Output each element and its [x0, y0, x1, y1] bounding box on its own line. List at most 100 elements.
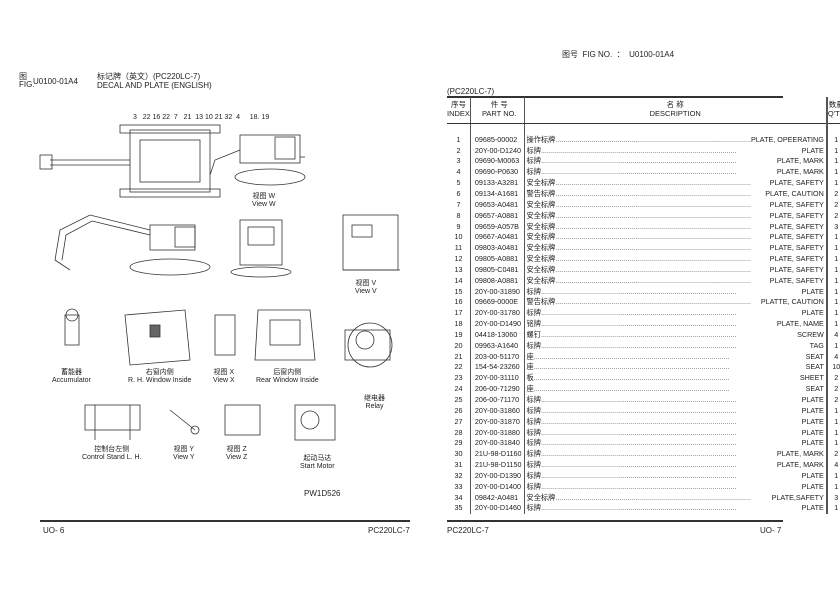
- qty-cell: 3: [826, 221, 840, 232]
- index-cell: 5: [447, 177, 471, 189]
- index-cell: 9: [447, 221, 471, 232]
- description-cell: 安全标牌PLATE, SAFETY: [524, 264, 828, 276]
- qty-cell: 1: [826, 437, 840, 449]
- qty-cell: 1: [826, 242, 840, 254]
- qty-cell: 1: [826, 177, 840, 189]
- part-no-cell: 09963-A1640: [470, 340, 525, 352]
- excavator-top-view: [39, 124, 221, 198]
- description-cell: 标牌TAG: [524, 340, 828, 352]
- part-no-cell: 20Y-00-31880: [470, 427, 525, 438]
- description-cell: 安全标牌PLATE, SAFETY: [524, 210, 828, 222]
- fig-title-cn: 标记牌（英文）(PC220LC-7): [97, 72, 201, 81]
- qty-cell: 4: [826, 459, 840, 471]
- right-page-number: UO- 7: [760, 526, 782, 535]
- index-cell: 34: [447, 492, 471, 504]
- qty-cell: 1: [826, 145, 840, 157]
- description-cell: 安全标牌PLATE, SAFETY: [524, 199, 828, 211]
- description-cell: 警告标牌PLATE, CAUTION: [524, 188, 828, 200]
- qty-cell: 1: [826, 416, 840, 428]
- index-cell: 21: [447, 351, 471, 363]
- part-no-cell: 20Y-00-31110: [470, 372, 525, 384]
- description-cell: 座SEAT: [524, 351, 828, 363]
- index-cell: 27: [447, 416, 471, 428]
- control-stand-drawing: [84, 404, 141, 440]
- index-cell: 24: [447, 383, 471, 395]
- index-cell: 32: [447, 470, 471, 482]
- index-cell: 10: [447, 231, 471, 243]
- part-no-cell: 20Y-00-D1400: [470, 481, 525, 493]
- fig-title: 标记牌（英文）(PC220LC-7) DECAL AND PLATE (ENGL…: [97, 72, 212, 90]
- description-cell: 标牌PLATE: [524, 405, 828, 417]
- qty-cell: 1: [826, 318, 840, 330]
- view-z-drawing: [224, 404, 261, 436]
- index-cell: 23: [447, 372, 471, 384]
- qty-cell: 1: [826, 405, 840, 417]
- part-no-cell: 09685-00002: [470, 134, 525, 146]
- part-no-cell: 206-00-71170: [470, 394, 525, 406]
- part-no-cell: 09690-M0063: [470, 156, 525, 167]
- part-no-cell: 21U-98-D1150: [470, 459, 525, 471]
- part-no-cell: 09690-P0630: [470, 166, 525, 178]
- part-no-cell: 21U-98-D1160: [470, 448, 525, 460]
- index-cell: 2: [447, 145, 471, 157]
- part-no-cell: 04418-13060: [470, 329, 525, 341]
- index-cell: 3: [447, 156, 471, 167]
- part-no-cell: 09803-A0481: [470, 242, 525, 254]
- description-cell: 标牌PLATE, MARK: [524, 156, 828, 167]
- part-no-cell: 20Y-00-31890: [470, 286, 525, 297]
- qty-cell: 1: [826, 286, 840, 297]
- index-cell: 18: [447, 318, 471, 330]
- excavator-long-view: [54, 214, 211, 276]
- part-no-cell: 09805-C0481: [470, 264, 525, 276]
- index-cell: 30: [447, 448, 471, 460]
- index-cell: 15: [447, 286, 471, 297]
- part-no-cell: 20Y-00-31780: [470, 307, 525, 319]
- index-cell: 11: [447, 242, 471, 254]
- description-cell: 安全标牌PLATE, SAFETY: [524, 177, 828, 189]
- index-cell: 25: [447, 394, 471, 406]
- rh-window-drawing: [124, 309, 191, 366]
- rear-window-drawing: [254, 309, 316, 361]
- qty-cell: 1: [826, 166, 840, 178]
- view-y-drawing: [169, 409, 200, 435]
- index-cell: 8: [447, 210, 471, 222]
- description-cell: 安全标牌PLATE, SAFETY: [524, 221, 828, 232]
- table-top-rule: [447, 96, 783, 98]
- description-cell: 标牌PLATE: [524, 286, 828, 297]
- description-cell: 警告标牌PLATTE, CAUTION: [524, 297, 828, 308]
- accumulator-drawing: [64, 308, 80, 346]
- part-no-cell: 09842-A0481: [470, 492, 525, 504]
- qty-cell: 1: [826, 340, 840, 352]
- start-motor-drawing: [294, 404, 336, 441]
- qty-cell: 3: [826, 492, 840, 504]
- index-cell: 22: [447, 362, 471, 373]
- part-no-cell: 206-00-71290: [470, 383, 525, 395]
- description-cell: 标牌PLATE: [524, 427, 828, 438]
- description-cell: 板SHEET: [524, 372, 828, 384]
- fig-label-en: FIG.: [19, 80, 35, 89]
- description-cell: 安全标牌PLATE, SAFETY: [524, 253, 828, 265]
- index-cell: 1: [447, 134, 471, 146]
- callout-numbers: 3 22 16 22 7 21 13 10 21 32 4 18. 19: [133, 114, 270, 121]
- part-no-cell: 09808-A0881: [470, 275, 525, 287]
